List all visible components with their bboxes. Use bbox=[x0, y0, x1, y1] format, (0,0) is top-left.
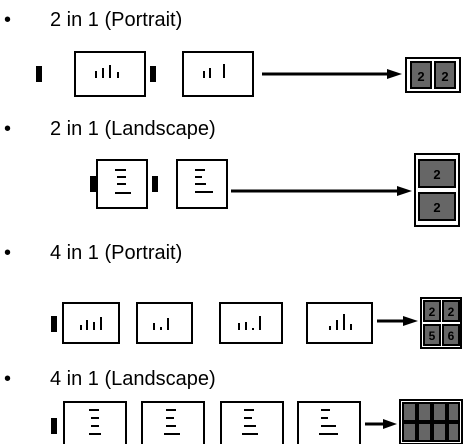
result-panel bbox=[418, 159, 456, 188]
panel-number: 2 bbox=[433, 200, 440, 215]
landscape-page bbox=[141, 401, 205, 444]
panel-number: 5 bbox=[429, 329, 436, 343]
left-arrowhead-icon bbox=[90, 176, 96, 192]
result-panel bbox=[418, 192, 456, 221]
panel-number: 2 bbox=[417, 69, 424, 84]
result-panel bbox=[442, 324, 460, 346]
portrait-page bbox=[136, 302, 193, 344]
page-content-icon bbox=[195, 169, 213, 193]
portrait-page bbox=[182, 51, 254, 97]
portrait-page bbox=[219, 302, 283, 344]
left-arrowhead-icon bbox=[150, 66, 156, 82]
result-grid bbox=[402, 402, 460, 442]
arrow-head-icon bbox=[387, 69, 402, 79]
arrow-head-icon bbox=[397, 186, 412, 196]
page-content-icon bbox=[115, 169, 131, 194]
portrait-page bbox=[306, 302, 373, 344]
page-content-icon bbox=[164, 409, 180, 435]
left-arrowhead-icon bbox=[51, 316, 57, 332]
landscape-page bbox=[220, 401, 284, 444]
landscape-page bbox=[297, 401, 361, 444]
item-label: 4 in 1 (Portrait) bbox=[50, 242, 183, 264]
result-panel bbox=[434, 61, 456, 89]
page-content-icon bbox=[80, 317, 102, 330]
page-content-icon bbox=[89, 409, 101, 435]
panel-number: 6 bbox=[448, 329, 455, 343]
left-arrowhead-icon bbox=[51, 418, 57, 434]
bullet: • bbox=[4, 368, 12, 390]
bullet: • bbox=[4, 242, 12, 264]
page-content-icon bbox=[153, 318, 169, 330]
panel-number: 2 bbox=[441, 69, 448, 84]
bullet: • bbox=[4, 9, 12, 31]
arrow-head-icon bbox=[383, 419, 397, 429]
panel-number: 2 bbox=[429, 305, 436, 319]
result-panel bbox=[410, 61, 432, 89]
page-content-icon bbox=[95, 65, 119, 78]
page-content-icon bbox=[319, 409, 338, 435]
page-content-icon bbox=[238, 316, 261, 330]
portrait-page bbox=[62, 302, 120, 344]
page-content-icon bbox=[203, 64, 225, 78]
bullet: • bbox=[4, 118, 12, 140]
page-content-icon bbox=[329, 314, 352, 330]
arrow-head-icon bbox=[403, 316, 418, 326]
result-panel bbox=[442, 300, 460, 322]
page-content-icon bbox=[242, 409, 258, 435]
left-arrowhead-icon bbox=[36, 66, 42, 82]
left-arrowhead-icon bbox=[152, 176, 158, 192]
result-panel bbox=[423, 324, 441, 346]
item-label: 4 in 1 (Landscape) bbox=[50, 368, 216, 390]
item-label: 2 in 1 (Landscape) bbox=[50, 118, 216, 140]
landscape-page bbox=[63, 401, 127, 444]
panel-number: 2 bbox=[448, 305, 455, 319]
result-panel bbox=[423, 300, 441, 322]
item-label: 2 in 1 (Portrait) bbox=[50, 9, 183, 31]
panel-number: 2 bbox=[433, 167, 440, 182]
